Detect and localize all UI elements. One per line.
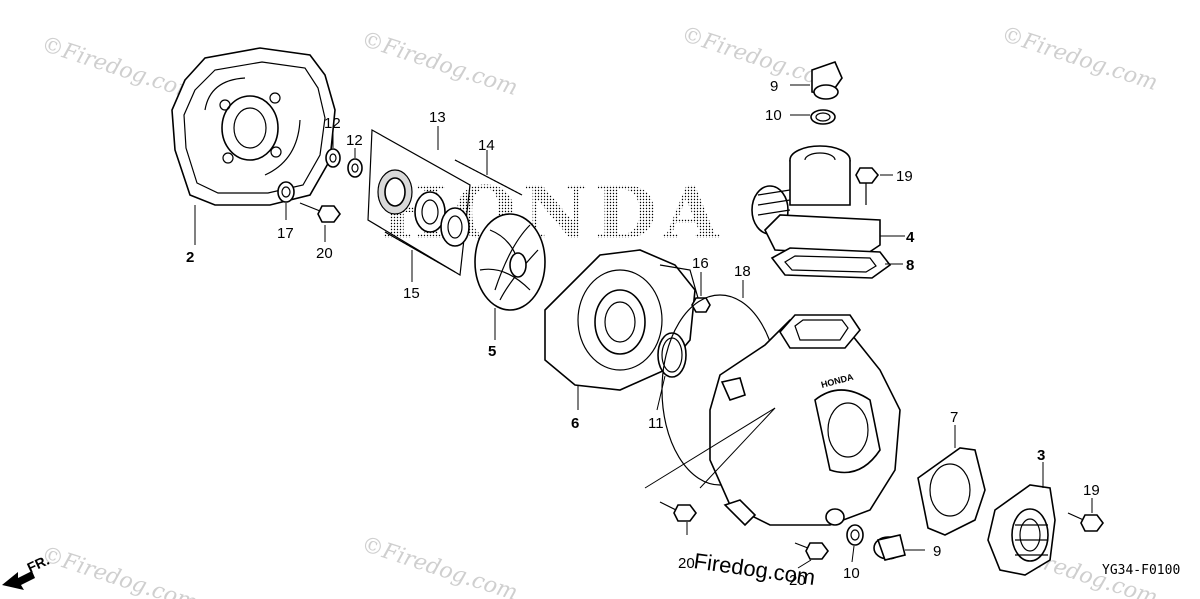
part-seal-12b xyxy=(347,158,363,178)
label-part-20c: 20 xyxy=(789,572,806,589)
part-plug-9a xyxy=(811,61,843,100)
part-bolt-20b xyxy=(659,501,697,522)
label-part-4: 4 xyxy=(906,229,915,246)
label-part-14: 14 xyxy=(478,137,495,154)
part-washer-17 xyxy=(277,181,295,203)
label-part-6: 6 xyxy=(571,415,579,432)
part-pump-casing: HONDA xyxy=(709,314,901,527)
part-washer-10b xyxy=(846,524,864,546)
part-stud-14 xyxy=(454,159,523,196)
part-washer-10a xyxy=(810,109,836,125)
label-part-17: 17 xyxy=(277,225,294,242)
label-part-9a: 9 xyxy=(770,78,778,95)
overlay-watermark-text: Firedog.com xyxy=(692,548,817,590)
label-part-11: 11 xyxy=(648,415,664,432)
part-impeller-5 xyxy=(474,213,546,311)
part-bolt-20c xyxy=(794,542,829,560)
label-part-10b: 10 xyxy=(843,565,860,582)
part-outlet-elbow-4 xyxy=(751,145,881,256)
part-gasket-7 xyxy=(917,447,986,536)
front-arrow-icon: FR. xyxy=(2,552,52,590)
watermark: ©Firedog.com xyxy=(358,532,520,599)
part-seal-12a xyxy=(325,148,341,168)
label-part-5: 5 xyxy=(488,343,496,360)
label-part-15: 15 xyxy=(403,285,420,302)
watermark: ©Firedog.com xyxy=(358,27,520,101)
part-bolt-20 xyxy=(299,202,341,223)
part-bolt-19b xyxy=(1067,512,1104,532)
label-part-10a: 10 xyxy=(765,107,782,124)
part-stud-15 xyxy=(384,231,456,273)
label-part-2: 2 xyxy=(186,249,194,266)
label-part-19b: 19 xyxy=(1083,482,1100,499)
label-part-12a: 12 xyxy=(324,115,341,132)
label-part-20b: 20 xyxy=(678,555,695,572)
label-part-3: 3 xyxy=(1037,447,1045,464)
label-part-8: 8 xyxy=(906,257,914,274)
label-part-12b: 12 xyxy=(346,132,363,149)
watermark: ©Firedog.com xyxy=(38,32,200,106)
part-drain-plug-9b xyxy=(873,534,906,561)
watermark: ©Firedog.com xyxy=(998,22,1160,96)
watermark: ©Firedog.com xyxy=(38,542,200,599)
part-mechanical-seal-13 xyxy=(367,128,471,276)
part-cover-plate xyxy=(171,47,336,206)
label-part-18: 18 xyxy=(734,263,751,280)
label-part-19a: 19 xyxy=(896,168,913,185)
label-part-13: 13 xyxy=(429,109,446,126)
label-part-9b: 9 xyxy=(933,543,941,560)
part-outlet-cover-3 xyxy=(987,484,1056,576)
footer-code: YG34-F0100 xyxy=(1102,563,1180,578)
label-part-16: 16 xyxy=(692,255,709,272)
label-part-20a: 20 xyxy=(316,245,333,262)
part-bolt-19a xyxy=(855,167,880,205)
part-gasket-8 xyxy=(770,247,892,279)
label-part-7: 7 xyxy=(950,409,958,426)
